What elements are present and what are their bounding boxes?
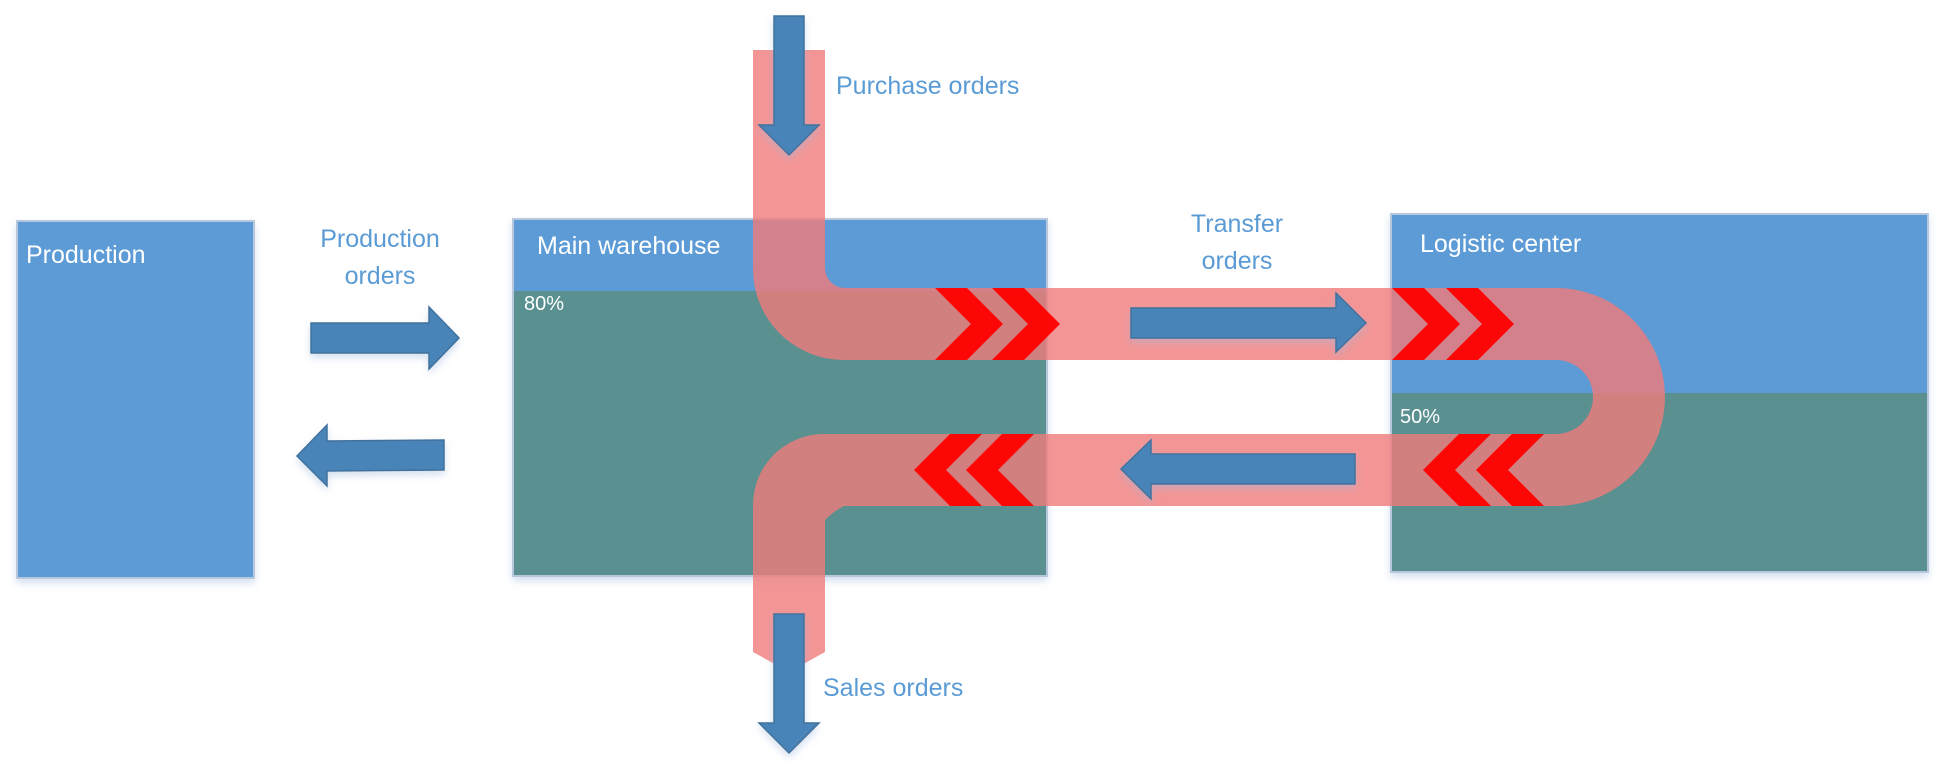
chevron-left-icon [1423, 434, 1491, 506]
transfer-orders-label: Transfer orders [1157, 206, 1317, 280]
chevrons-left [914, 434, 1544, 506]
main-warehouse-fill-percent: 80% [524, 293, 565, 315]
chevrons-right [935, 288, 1514, 360]
chevron-left-icon [1476, 434, 1544, 506]
chevron-left-icon [914, 434, 982, 506]
logistic-center-fill-percent: 50% [1400, 406, 1441, 428]
production-orders-label: Production orders [300, 221, 460, 295]
production-orders-label-line2: orders [344, 262, 416, 290]
purchase-orders-label: Purchase orders [836, 72, 1020, 100]
purchase-orders-arrow-icon [757, 15, 821, 157]
chevron-right-icon [1392, 288, 1460, 360]
chevron-right-icon [992, 288, 1060, 360]
main-warehouse-label: Main warehouse [537, 232, 721, 260]
sales-orders-label: Sales orders [823, 674, 964, 702]
production-orders-left-arrow-icon [295, 423, 445, 488]
logistic-center-label: Logistic center [1420, 230, 1582, 258]
production-box[interactable] [16, 220, 255, 579]
transfer-orders-right-arrow-icon [1130, 291, 1368, 354]
production-orders-label-line1: Production [320, 225, 440, 253]
chevron-right-icon [1446, 288, 1514, 360]
transfer-orders-label-line2: orders [1201, 247, 1273, 275]
production-orders-right-arrow-icon [310, 305, 461, 371]
production-label: Production [26, 241, 146, 269]
sales-orders-arrow-icon [757, 613, 821, 755]
chevron-left-icon [966, 434, 1034, 506]
transfer-orders-left-arrow-icon [1119, 438, 1356, 501]
chevron-right-icon [935, 288, 1003, 360]
transfer-orders-label-line1: Transfer [1190, 210, 1284, 238]
